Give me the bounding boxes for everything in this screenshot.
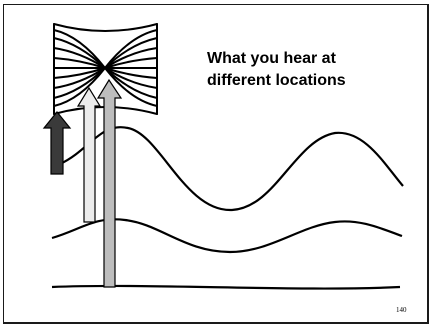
wave-bottom [51,284,401,290]
arrow-up-light-icon [76,86,102,223]
title-line-1: What you hear at [207,50,336,67]
arrow-up-dark-icon [42,111,72,175]
slide-title: What you hear at different locations [207,48,407,92]
slide-frame [3,4,429,324]
arrow-up-gray-icon [96,78,123,288]
page-number: 140 [396,306,407,314]
title-line-2: different locations [207,72,346,89]
standing-wave-envelope-icon [53,23,158,115]
